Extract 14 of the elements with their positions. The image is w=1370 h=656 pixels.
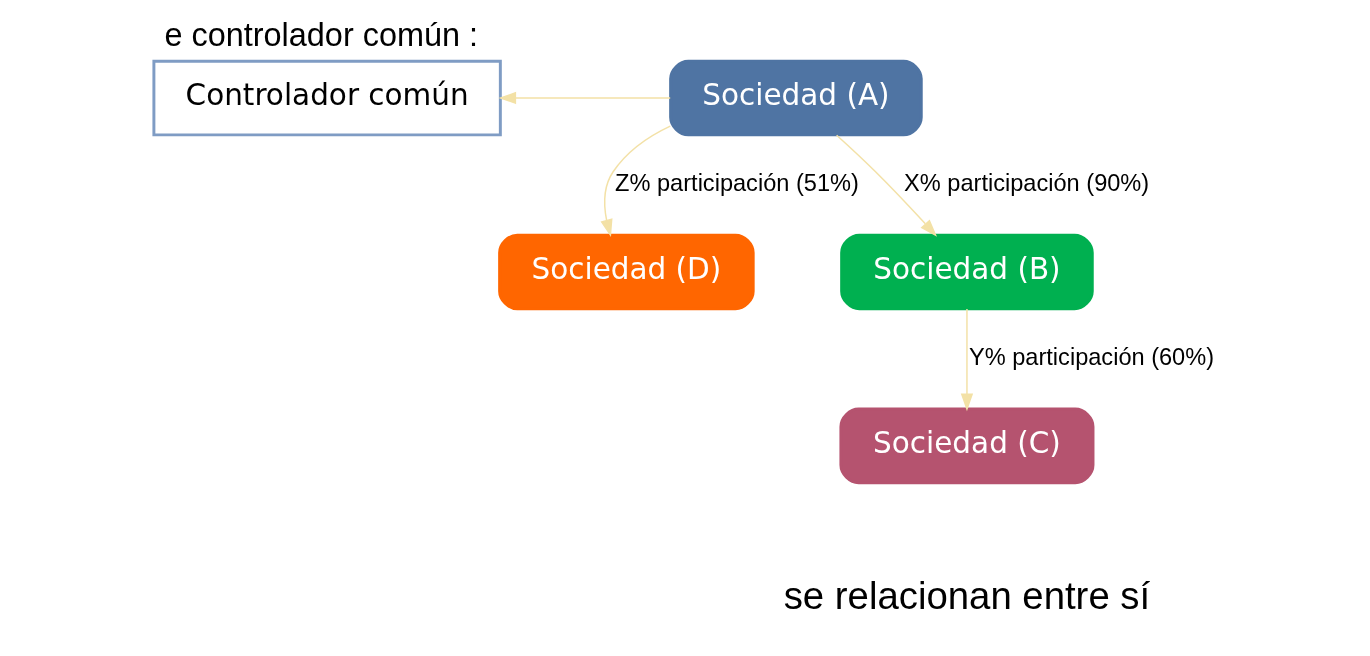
node-box: Sociedad (A) xyxy=(669,59,923,137)
edge-label: X% participación (90%) xyxy=(904,169,1150,196)
arrow xyxy=(600,125,671,237)
arrow xyxy=(835,134,937,237)
node-box: Controlador común xyxy=(152,59,502,137)
node-box: Sociedad (B) xyxy=(840,233,1094,311)
node-box: Sociedad (C) xyxy=(839,407,1095,485)
label: se relacionan entre sí xyxy=(783,574,1151,618)
node-box: Sociedad (D) xyxy=(498,233,755,311)
diagram-title: e controlador común : xyxy=(164,16,479,53)
edge-label: Z% participación (51%) xyxy=(615,169,859,196)
edge-label: Y% participación (60%) xyxy=(969,343,1215,370)
arrow xyxy=(498,91,671,105)
arrow xyxy=(960,308,974,412)
